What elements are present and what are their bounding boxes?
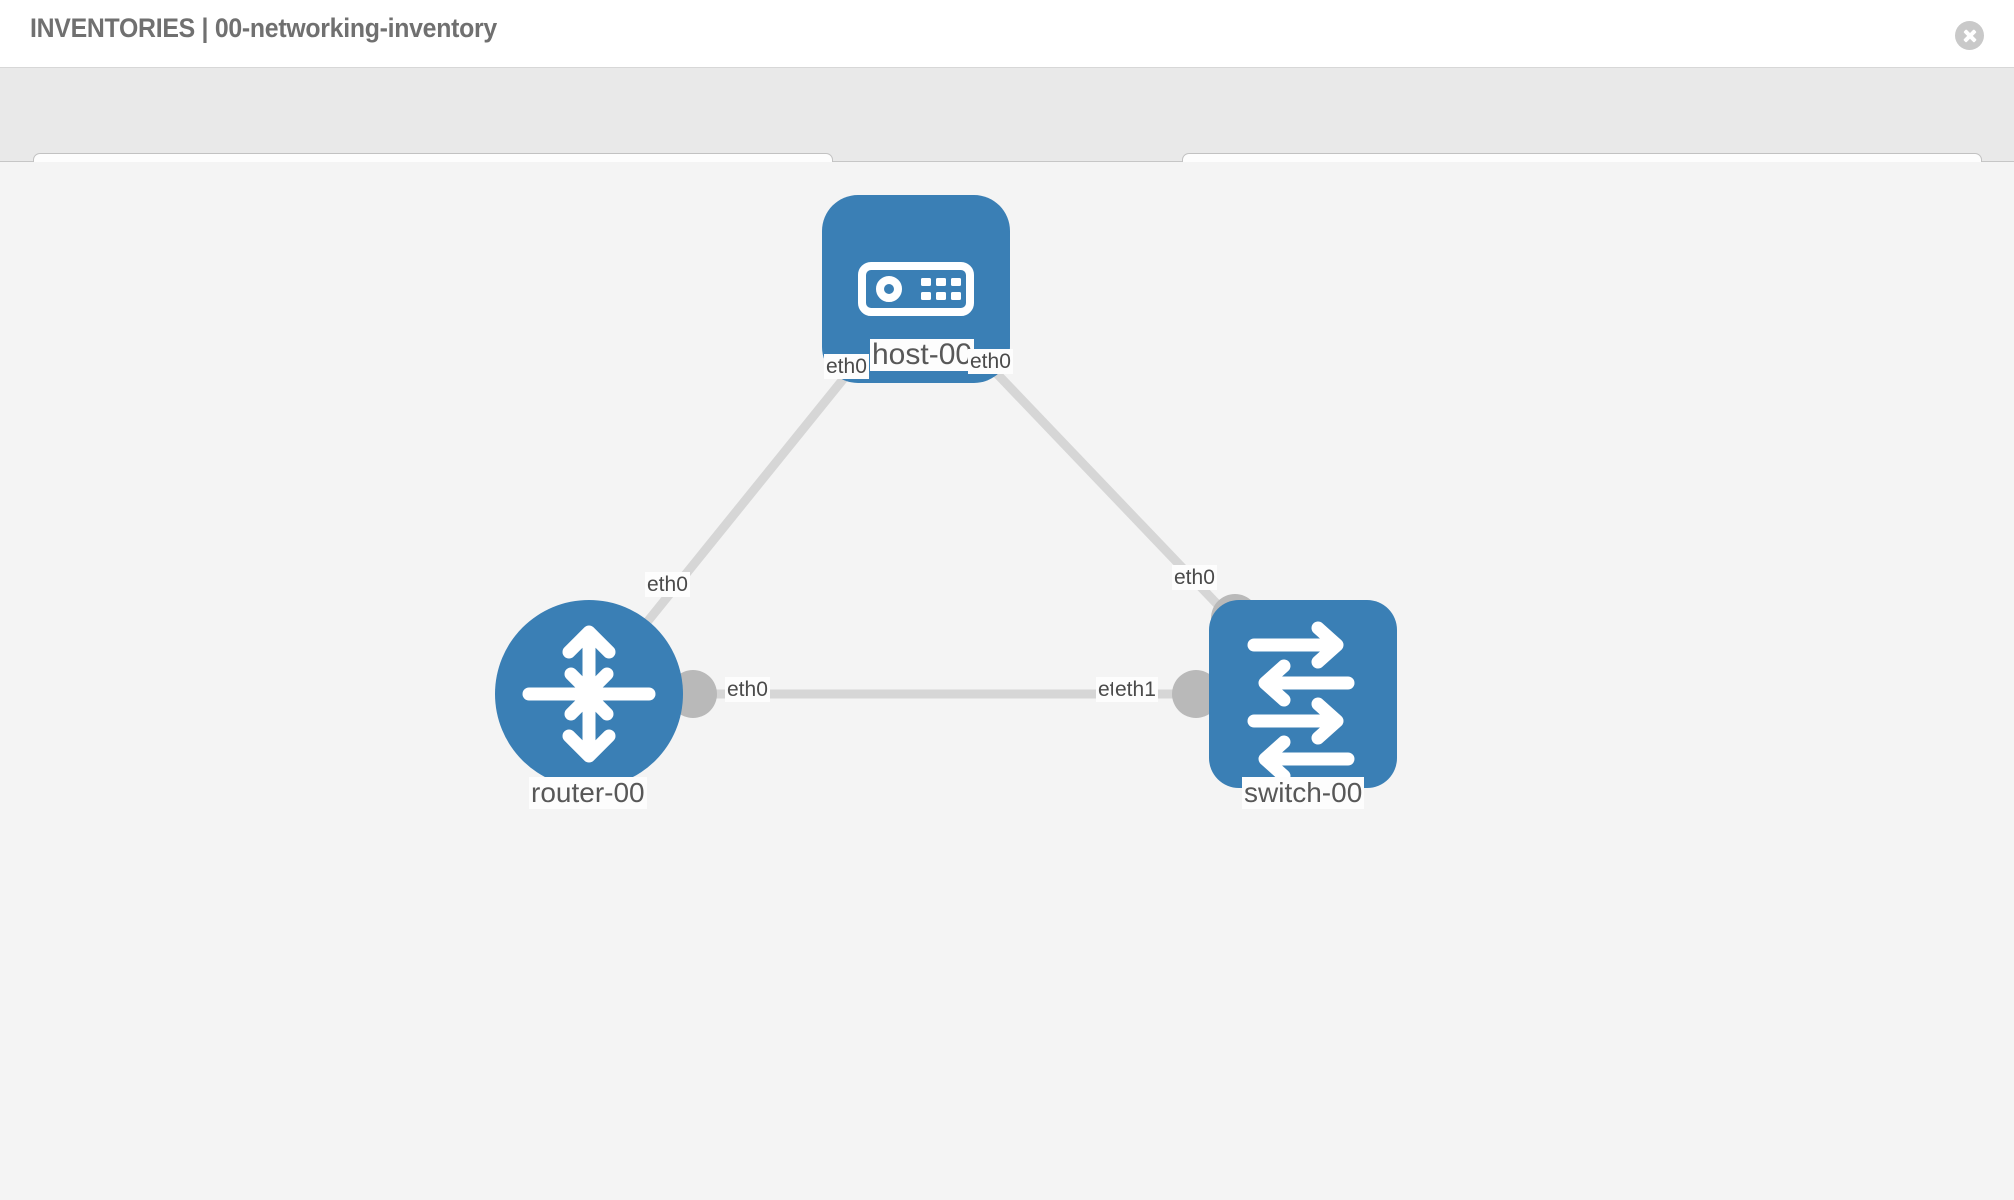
toolbar: ACTIONS SEARCH: [0, 68, 2014, 209]
iface-label-router00-eth0-uplink: eth0: [645, 572, 690, 597]
server-icon: [858, 262, 974, 316]
node-label-router-00: router-00: [529, 777, 647, 809]
switch-arrows-icon: [1247, 621, 1355, 783]
connector-switch00-eth1[interactable]: [1172, 670, 1220, 718]
node-label-host-00: host-00: [870, 338, 975, 371]
node-switch-00[interactable]: [1209, 600, 1397, 788]
close-icon[interactable]: [1955, 21, 1984, 50]
node-router-00[interactable]: [495, 600, 683, 788]
iface-label-switch00-eth0-uplink: eth0: [1172, 565, 1217, 590]
iface-label-host00-eth0-left: eth0: [824, 354, 869, 379]
topology-graph: [495, 195, 1397, 788]
router-arrows-icon: [522, 625, 656, 763]
iface-label-router00-eth0: eth0: [725, 677, 770, 702]
page-title: INVENTORIES | 00-networking-inventory: [30, 13, 497, 43]
iface-label-host00-eth0-right: eth0: [968, 349, 1013, 374]
iface-label-switch00-eth1: eth1: [1113, 677, 1158, 702]
node-host-00[interactable]: [822, 195, 1010, 383]
topology-canvas[interactable]: host-00 router-00 switch-00 eth0 eth0 et…: [0, 162, 2014, 1200]
node-label-switch-00: switch-00: [1242, 777, 1365, 809]
title-bar: INVENTORIES | 00-networking-inventory: [0, 0, 2014, 68]
